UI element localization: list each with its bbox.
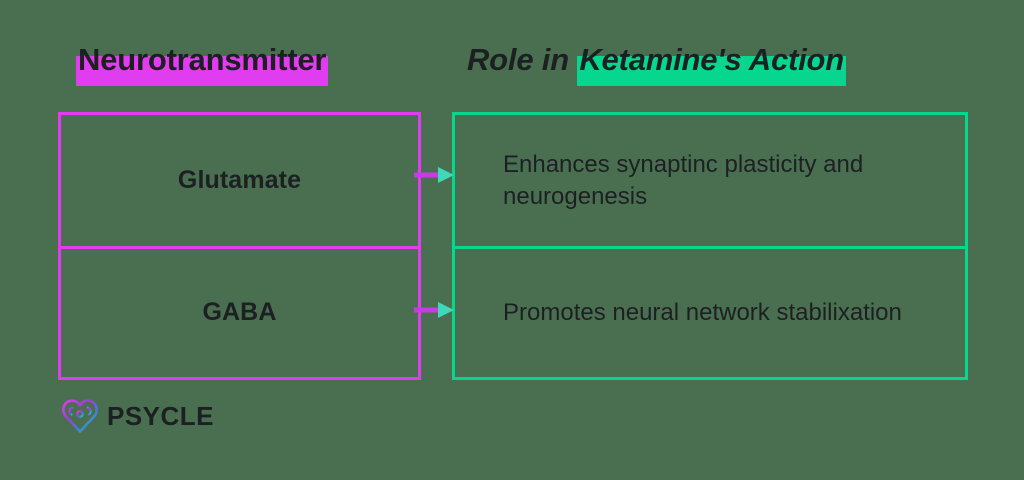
role-description-gaba: Promotes neural network stabilixation [503, 299, 902, 327]
column-headers: Neurotransmitter Role in Ketamine's Acti… [0, 38, 1024, 94]
neurotransmitter-table: Glutamate GABA [58, 112, 421, 380]
table-row: Enhances synaptinc plasticity and neurog… [455, 115, 965, 246]
brand-name: PSYCLE [107, 401, 215, 431]
neurotransmitter-name-gaba: GABA [202, 298, 277, 327]
table-row: GABA [61, 246, 418, 377]
brand-logo: PSYCLE [60, 398, 214, 434]
column-header-role-highlight: Ketamine's Action [577, 38, 846, 86]
role-table: Enhances synaptinc plasticity and neurog… [452, 112, 968, 380]
table-row: Glutamate [61, 115, 418, 246]
column-header-role-prefix: Role in [467, 42, 578, 77]
arrow-glutamate-icon [414, 167, 454, 183]
table-row: Promotes neural network stabilixation [455, 246, 965, 377]
column-header-neurotransmitter: Neurotransmitter [76, 38, 329, 86]
neurotransmitter-name-glutamate: Glutamate [177, 165, 302, 194]
column-header-role: Role in Ketamine's Action [467, 38, 846, 86]
role-description-glutamate: Enhances synaptinc plasticity and neurog… [503, 151, 864, 210]
column-header-neurotransmitter-label: Neurotransmitter [76, 38, 329, 86]
arrow-gaba-icon [414, 302, 454, 318]
brain-icon [62, 399, 98, 433]
